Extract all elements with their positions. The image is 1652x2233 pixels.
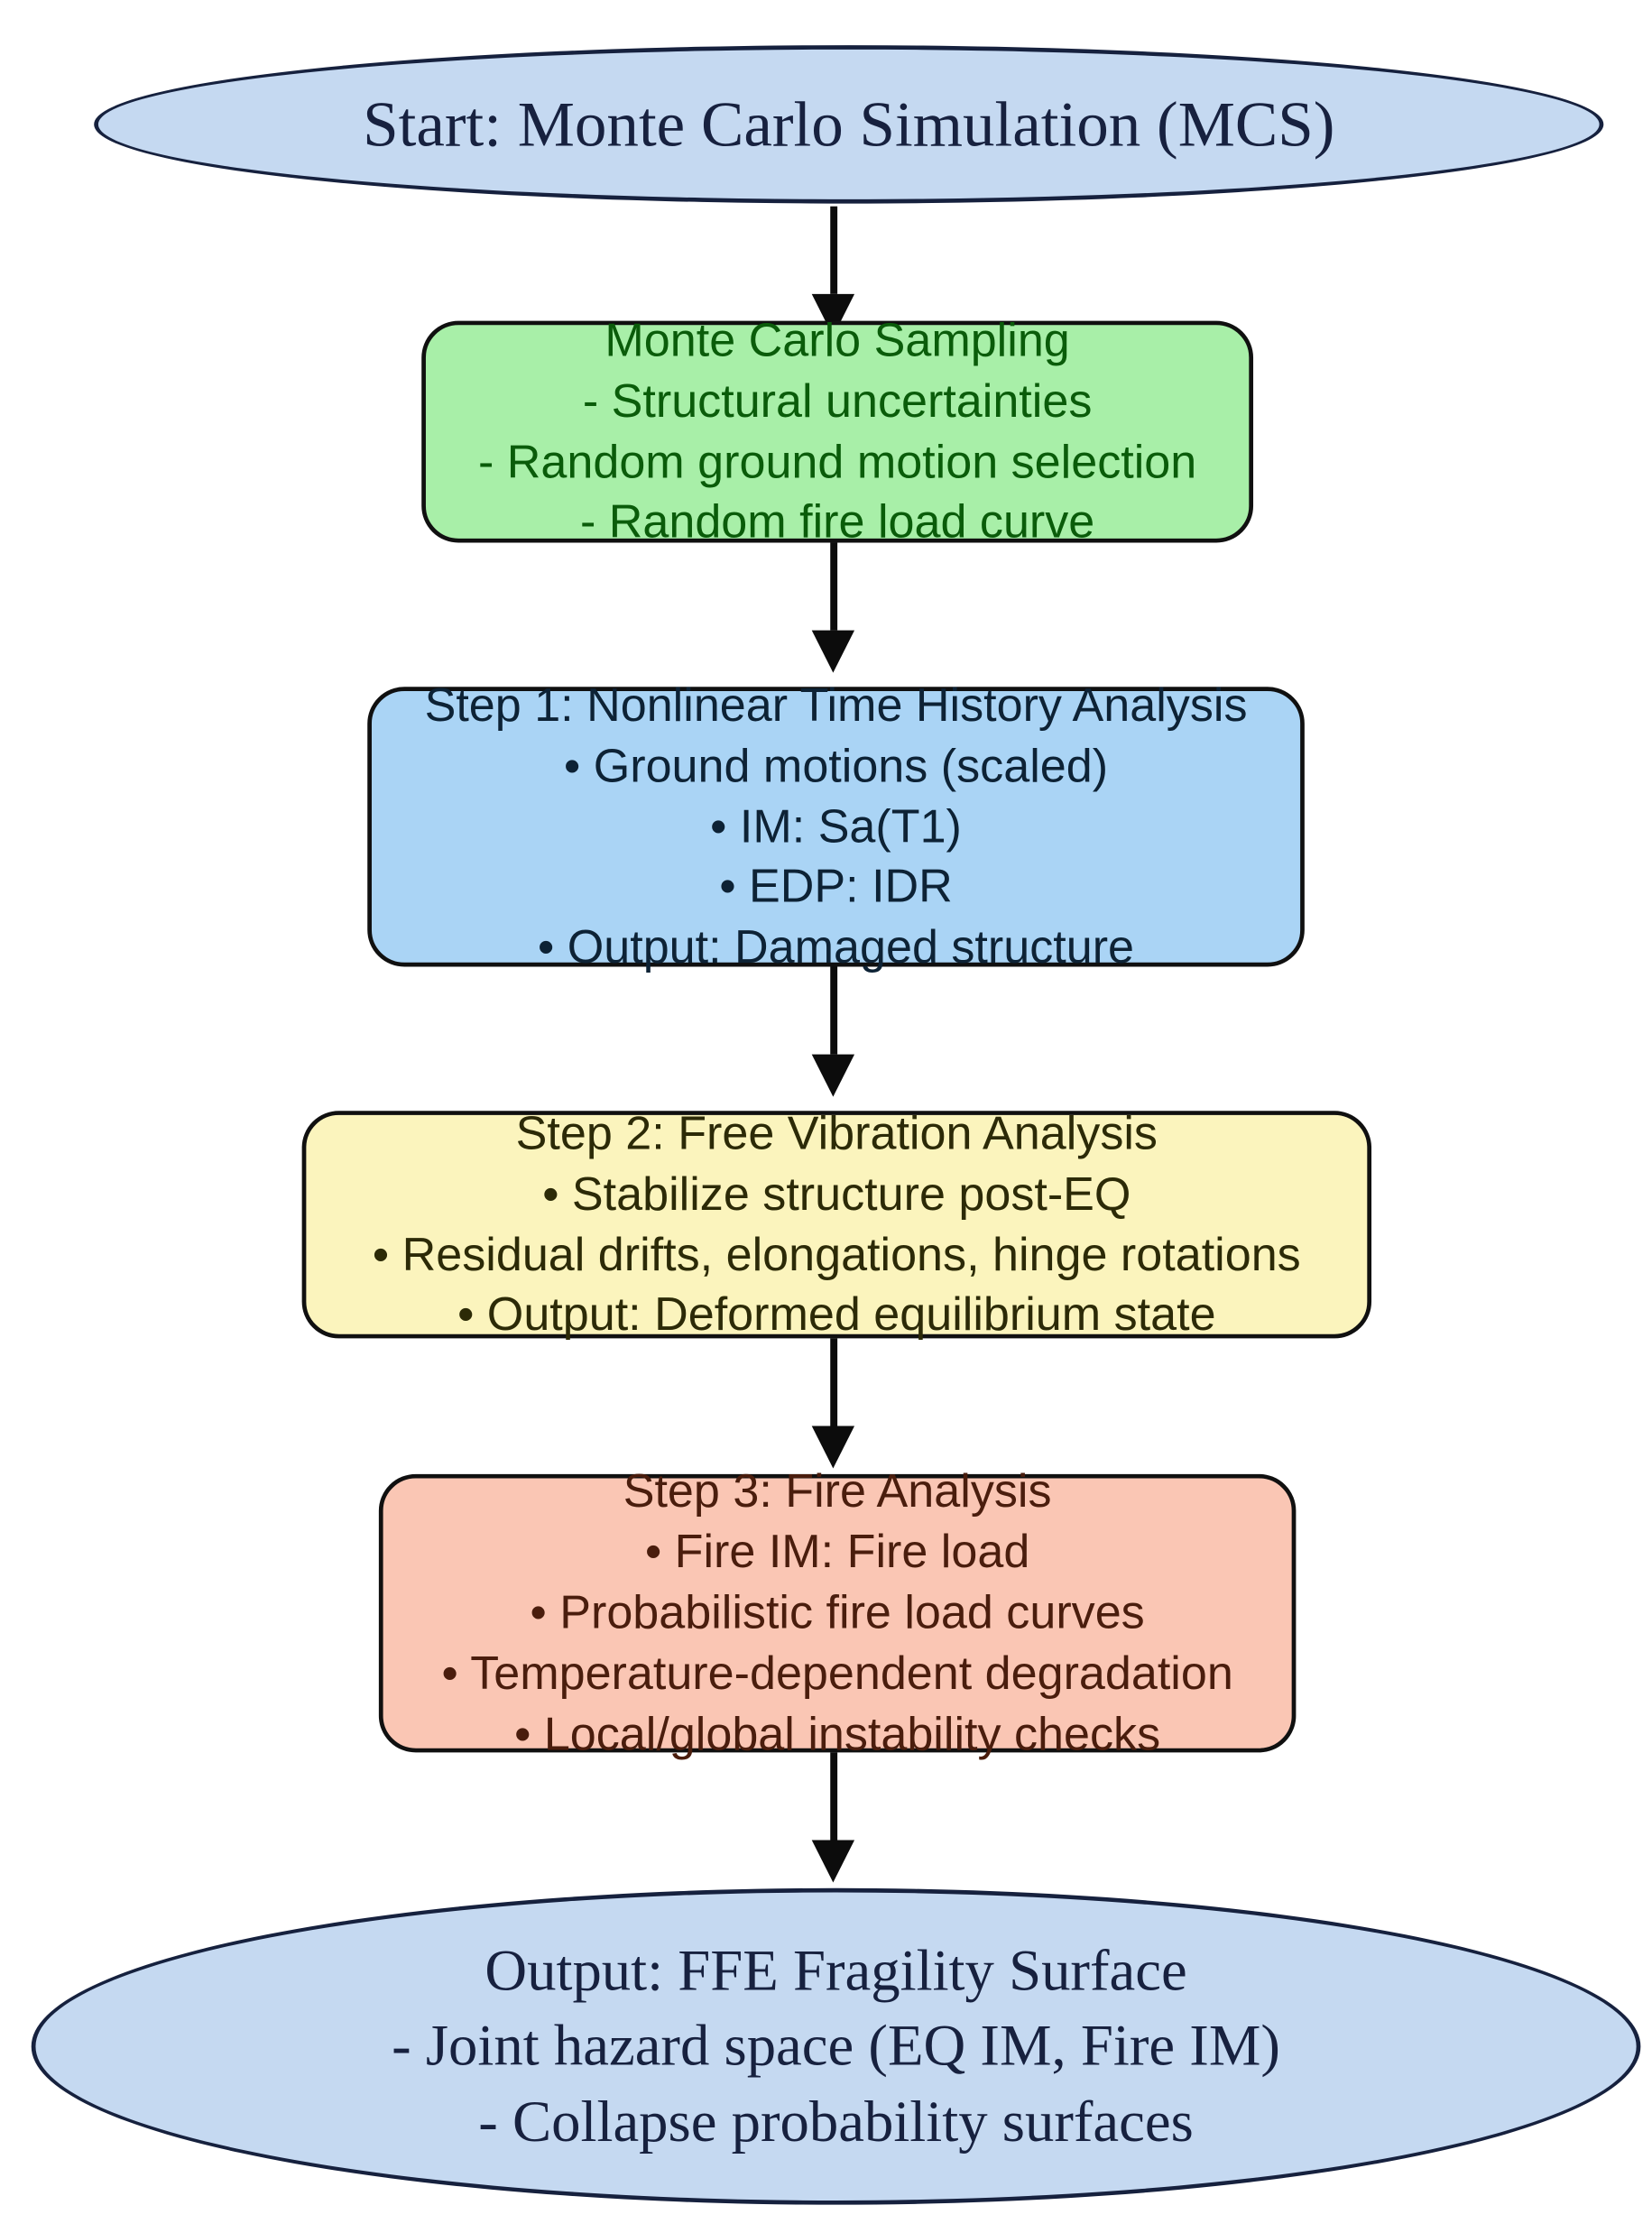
arrowhead-icon [811,1054,855,1097]
node-step-2-label: Step 2: Free Vibration Analysis • Stabil… [372,1106,1301,1341]
node-start[interactable]: Start: Monte Carlo Simulation (MCS) [94,45,1604,204]
node-step-2-free-vibration[interactable]: Step 2: Free Vibration Analysis • Stabil… [301,1106,1372,1341]
edge-shaft [830,206,838,294]
node-output-label: Output: FFE Fragility Surface - Joint ha… [392,1937,1280,2154]
node-start-label: Start: Monte Carlo Simulation (MCS) [363,88,1335,160]
arrowhead-icon [811,1840,855,1883]
edge-shaft [830,1752,838,1841]
node-monte-carlo-sampling-label: Monte Carlo Sampling - Structural uncert… [477,313,1197,548]
arrowhead-icon [811,630,855,673]
edge-shaft [830,966,838,1055]
edge-shaft [830,542,838,631]
node-step-3-label: Step 3: Fire Analysis • Fire IM: Fire lo… [441,1464,1233,1759]
node-step-1-nonlinear-time-history[interactable]: Step 1: Nonlinear Time History Analysis … [367,678,1305,973]
arrowhead-icon [811,1426,855,1469]
node-output-ffe-fragility-surface[interactable]: Output: FFE Fragility Surface - Joint ha… [31,1887,1641,2205]
edge-shaft [830,1338,838,1426]
node-step-1-label: Step 1: Nonlinear Time History Analysis … [424,678,1248,973]
node-step-3-fire-analysis[interactable]: Step 3: Fire Analysis • Fire IM: Fire lo… [378,1464,1297,1759]
node-monte-carlo-sampling[interactable]: Monte Carlo Sampling - Structural uncert… [421,313,1254,548]
